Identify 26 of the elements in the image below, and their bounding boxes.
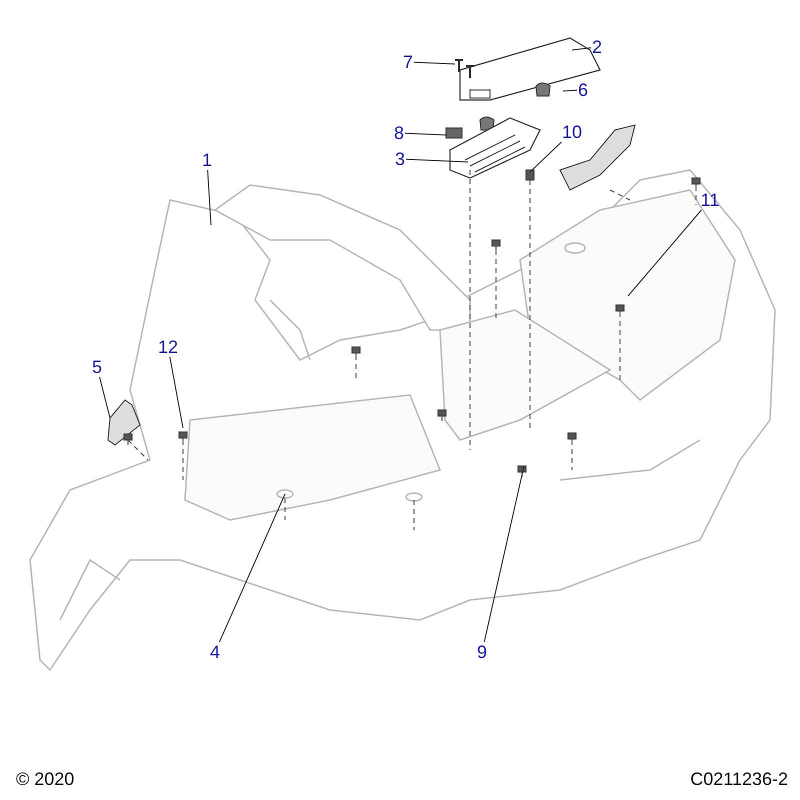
leader-line (562, 90, 578, 92)
leader-line (530, 142, 562, 172)
leader-line (207, 170, 212, 226)
leader-line (218, 494, 286, 642)
callout-number: 10 (560, 122, 584, 142)
callout-number: 7 (402, 52, 414, 72)
leader-line (484, 466, 524, 642)
leader-line (572, 47, 592, 50)
callout-number: 1 (201, 150, 213, 170)
leader-line (404, 132, 446, 136)
callout-number: 4 (209, 642, 221, 662)
leader-line (99, 376, 110, 418)
copyright-note: © 2020 (16, 769, 74, 790)
callout-number: 8 (393, 123, 405, 143)
callout-number: 5 (91, 357, 103, 377)
callout-number: 3 (394, 149, 406, 169)
leader-line (628, 210, 702, 296)
callout-number: 12 (156, 337, 180, 357)
leader-line (406, 158, 468, 162)
callout-number: 11 (700, 190, 720, 210)
callout-number: 2 (591, 37, 603, 57)
leader-line (414, 62, 456, 64)
leader-line (169, 356, 184, 428)
callout-number: 9 (476, 642, 488, 662)
figure-number: C0211236-2 (690, 769, 788, 790)
callout-number: 6 (577, 80, 589, 100)
